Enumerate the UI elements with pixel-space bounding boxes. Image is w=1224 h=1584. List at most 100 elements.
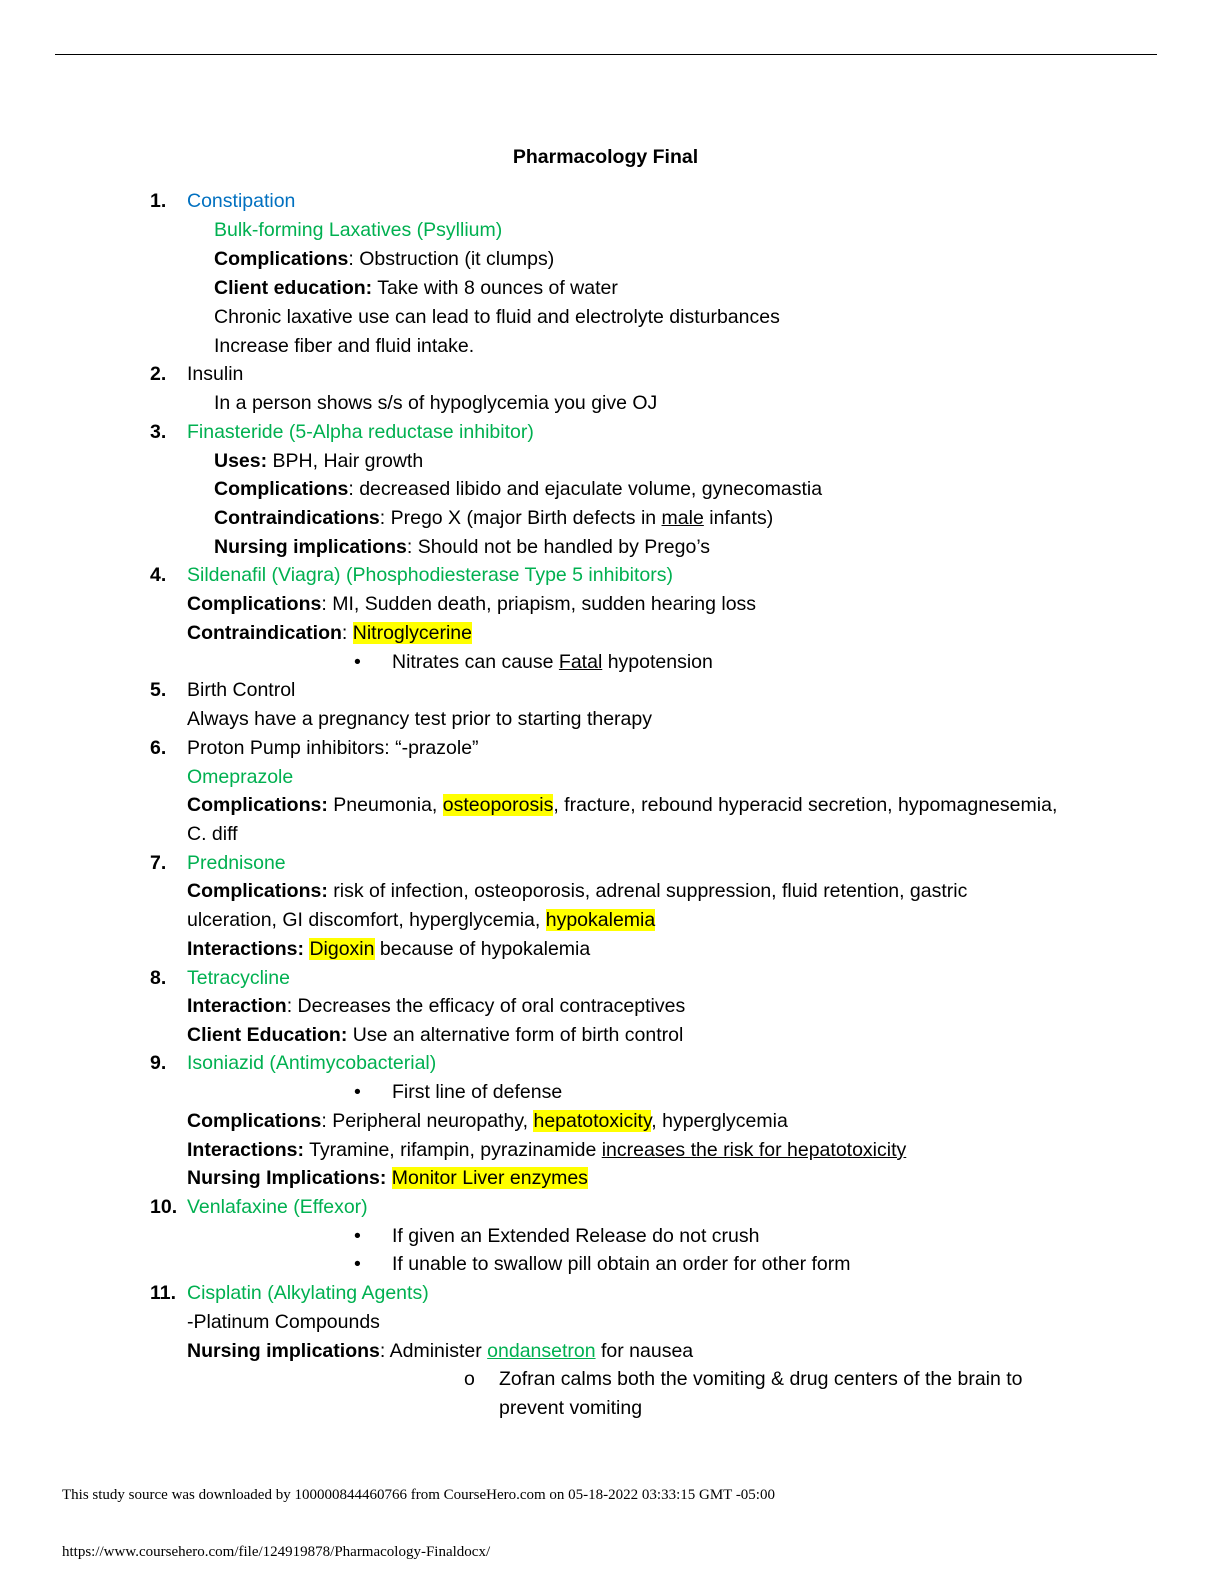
text-line: Complications: Pneumonia, osteoporosis, … (187, 793, 1057, 817)
text-line: Complications: decreased libido and ejac… (214, 477, 822, 501)
label: Contraindication (187, 622, 342, 644)
value: BPH, Hair growth (267, 450, 424, 472)
value: risk of infection, osteoporosis, adrenal… (327, 880, 968, 902)
label: Nursing implications (187, 1340, 380, 1362)
bullet-text: If given an Extended Release do not crus… (392, 1225, 760, 1247)
value: Use an alternative form of birth control (347, 1024, 684, 1046)
text-line: Chronic laxative use can lead to fluid a… (214, 306, 780, 328)
highlighted-text: Monitor Liver enzymes (391, 1167, 588, 1189)
drug-name: Bulk-forming Laxatives (Psyllium) (214, 219, 503, 241)
list-item-heading: Isoniazid (Antimycobacterial) (187, 1052, 437, 1074)
value: , fracture, rebound hyperacid secretion,… (553, 794, 1058, 816)
text-line: Client Education: Use an alternative for… (187, 1023, 683, 1047)
value: : MI, Sudden death, priapism, sudden hea… (321, 593, 757, 615)
label: Interactions: (187, 1139, 305, 1161)
value: : Obstruction (it clumps) (348, 248, 555, 270)
value: Tyramine, rifampin, pyrazinamide (304, 1139, 602, 1161)
label: Interaction (187, 995, 287, 1017)
label: Complications (187, 1110, 322, 1132)
text-line: Always have a pregnancy test prior to st… (187, 708, 652, 730)
value: Pneumonia, (327, 794, 443, 816)
value: , hyperglycemia (651, 1110, 788, 1132)
bullet: • (354, 1225, 361, 1247)
page-title: Pharmacology Final (512, 146, 699, 168)
value: hypotension (602, 651, 713, 673)
ondansetron-link[interactable]: ondansetron (487, 1340, 596, 1362)
label: Client education: (214, 277, 373, 299)
bullet: • (354, 651, 361, 673)
download-notice: This study source was downloaded by 1000… (62, 1487, 775, 1503)
list-number: 7. (150, 852, 167, 874)
text-line: Increase fiber and fluid intake. (214, 335, 475, 357)
value: Take with 8 ounces of water (372, 277, 618, 299)
text-line: Uses: BPH, Hair growth (214, 449, 423, 473)
bullet-text: First line of defense (392, 1081, 563, 1103)
value: : Peripheral neuropathy, (321, 1110, 534, 1132)
bullet-text: prevent vomiting (499, 1397, 643, 1419)
value: : Prego X (major Birth defects in (379, 507, 662, 529)
list-item-heading: Finasteride (5-Alpha reductase inhibitor… (187, 421, 534, 443)
value: : Should not be handled by Prego’s (406, 536, 711, 558)
value: : Administer (379, 1340, 488, 1362)
list-item-heading: Venlafaxine (Effexor) (187, 1196, 368, 1218)
text-line: Client education: Take with 8 ounces of … (214, 276, 618, 300)
underlined-text: Fatal (558, 651, 603, 673)
text-line: Interaction: Decreases the efficacy of o… (187, 994, 685, 1018)
value: Nitrates can cause (392, 651, 559, 673)
label: Complications (214, 478, 349, 500)
text-line: Nursing implications: Administer ondanse… (187, 1339, 693, 1363)
label: Complications: (187, 880, 328, 902)
highlighted-text: hypokalemia (545, 909, 656, 931)
label: Nursing Implications: (187, 1167, 387, 1189)
sub-bullet: o (464, 1368, 475, 1390)
underlined-text: male (661, 507, 704, 529)
bullet: • (354, 1253, 361, 1275)
value: because of hypokalemia (374, 938, 591, 960)
highlighted-text: Digoxin (309, 938, 375, 960)
list-number: 2. (150, 363, 167, 385)
label: Complications: (187, 794, 328, 816)
source-url[interactable]: https://www.coursehero.com/file/12491987… (62, 1544, 491, 1560)
list-number: 5. (150, 679, 167, 701)
text-line: -Platinum Compounds (187, 1311, 380, 1333)
list-item-heading: Sildenafil (Viagra) (Phosphodiesterase T… (187, 564, 673, 586)
value: : decreased libido and ejaculate volume,… (348, 478, 823, 500)
value: : (341, 622, 353, 644)
bullet-text: Zofran calms both the vomiting & drug ce… (499, 1368, 1023, 1390)
label: Contraindications (214, 507, 380, 529)
list-number: 8. (150, 967, 167, 989)
list-item-heading: Birth Control (187, 679, 296, 701)
value: : Decreases the efficacy of oral contrac… (286, 995, 686, 1017)
text-line: Complications: MI, Sudden death, priapis… (187, 592, 756, 616)
list-number: 9. (150, 1052, 167, 1074)
list-item-heading: Cisplatin (Alkylating Agents) (187, 1282, 429, 1304)
list-item-heading: Proton Pump inhibitors: “-prazole” (187, 737, 479, 759)
drug-name: Omeprazole (187, 766, 294, 788)
label: Nursing implications (214, 536, 407, 558)
list-number: 10. (150, 1196, 178, 1218)
label: Uses: (214, 450, 268, 472)
text-line: Complications: Peripheral neuropathy, he… (187, 1109, 788, 1133)
list-item-heading: Prednisone (187, 852, 286, 874)
text-line: Contraindications: Prego X (major Birth … (214, 506, 773, 530)
text-line: Complications: Obstruction (it clumps) (214, 247, 554, 271)
underlined-text: increases the risk for hepatotoxicity (601, 1139, 907, 1161)
text-line: In a person shows s/s of hypoglycemia yo… (214, 392, 658, 414)
list-number: 3. (150, 421, 167, 443)
bullet-text: Nitrates can cause Fatal hypotension (392, 650, 713, 674)
text-line: Nursing implications: Should not be hand… (214, 535, 710, 559)
bullet-text: If unable to swallow pill obtain an orde… (392, 1253, 851, 1275)
list-number: 6. (150, 737, 167, 759)
value: infants) (703, 507, 774, 529)
value: for nausea (595, 1340, 694, 1362)
highlighted-text: Nitroglycerine (352, 622, 472, 644)
text-line: Interactions: Tyramine, rifampin, pyrazi… (187, 1138, 906, 1162)
text-line: C. diff (187, 823, 238, 845)
list-item-heading: Insulin (187, 363, 244, 385)
text-line: Interactions: Digoxin because of hypokal… (187, 937, 590, 961)
text-line: Nursing Implications: Monitor Liver enzy… (187, 1166, 588, 1190)
label: Client Education: (187, 1024, 348, 1046)
text-line: ulceration, GI discomfort, hyperglycemia… (187, 908, 656, 932)
list-item-heading: Constipation (187, 190, 296, 212)
list-number: 4. (150, 564, 167, 586)
